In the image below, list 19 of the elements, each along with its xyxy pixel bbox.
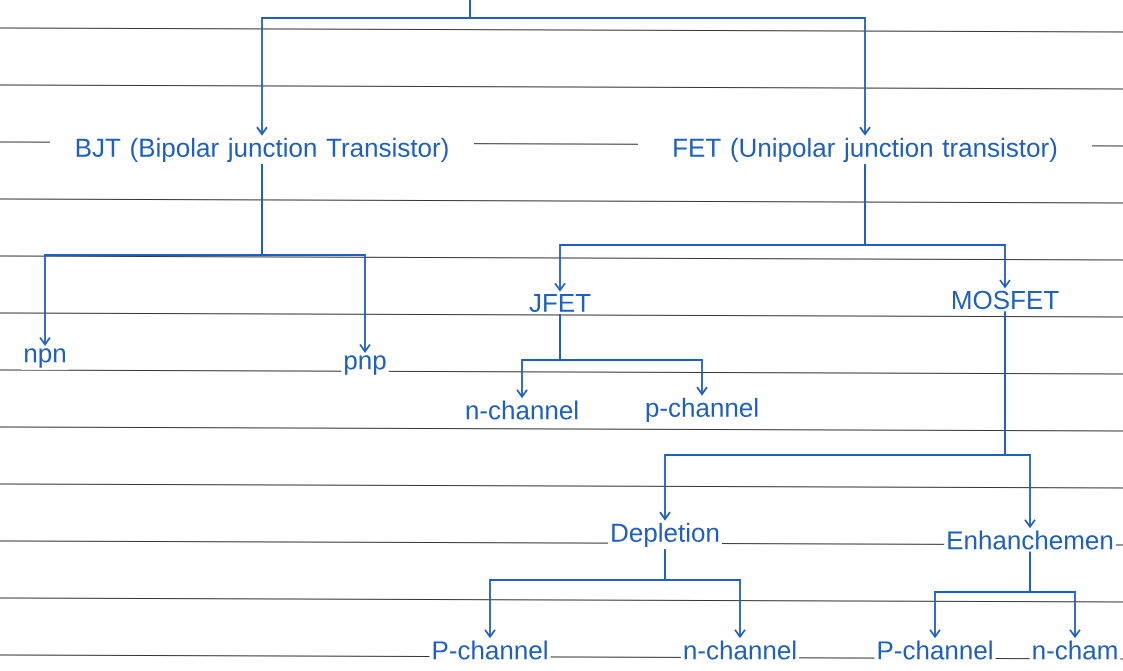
handwritten-label: p-channel [642, 395, 762, 425]
arrow [864, 163, 1011, 289]
handwritten-label: P-channel [429, 638, 551, 662]
handwritten-label: Depletion [608, 520, 722, 550]
handwritten-label: Enhanchemen [944, 528, 1116, 552]
arrow [1029, 550, 1081, 639]
arrow [559, 313, 708, 396]
handwritten-label: FET (Unipolar junction transistor) [638, 135, 1092, 165]
arrow [261, 163, 371, 354]
handwritten-label: n-channel [462, 398, 582, 422]
arrow [1004, 310, 1036, 529]
handwritten-label: BJT (Bipolar junction Transistor) [50, 135, 474, 165]
handwritten-label: npn [21, 346, 69, 370]
handwritten-label: n-channel [680, 638, 800, 662]
handwritten-label: pnp [341, 353, 389, 377]
arrow [469, 0, 871, 136]
arrow [664, 548, 746, 639]
handwritten-label: n-cham [1029, 638, 1121, 662]
handwritten-label: P-channel [874, 638, 996, 662]
